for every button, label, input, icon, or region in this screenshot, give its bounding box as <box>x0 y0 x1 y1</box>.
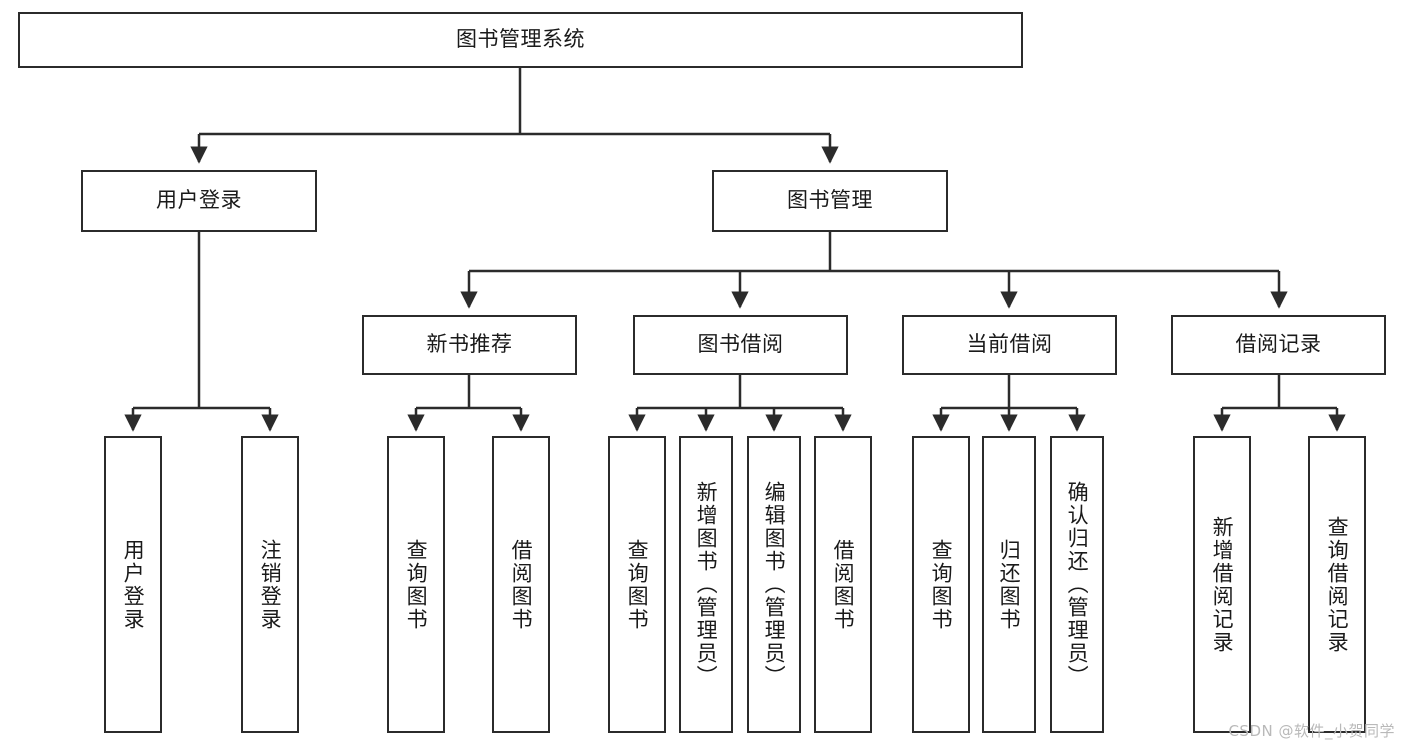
node-label: 注销登录 <box>258 538 283 631</box>
node-root-book-management-system[interactable]: 图书管理系统 <box>18 12 1023 68</box>
node-label: 新增借阅记录 <box>1210 515 1235 654</box>
node-label: 查询借阅记录 <box>1325 515 1350 654</box>
node-leaf-add-book-admin[interactable]: 新增图书（管理员） <box>679 436 733 733</box>
node-leaf-user-login[interactable]: 用户登录 <box>104 436 162 733</box>
node-label: 确认归还（管理员） <box>1065 481 1090 688</box>
node-leaf-return-book[interactable]: 归还图书 <box>982 436 1036 733</box>
node-label: 查询图书 <box>625 538 650 631</box>
csdn-watermark: CSDN @软件_小贺同学 <box>1228 722 1395 740</box>
node-leaf-query-book-borrow[interactable]: 查询图书 <box>608 436 666 733</box>
node-leaf-query-borrow-record[interactable]: 查询借阅记录 <box>1308 436 1366 733</box>
node-book-borrow[interactable]: 图书借阅 <box>633 315 848 375</box>
node-label: 借阅记录 <box>1235 332 1322 357</box>
node-label: 用户登录 <box>121 538 146 631</box>
node-label: 借阅图书 <box>831 538 856 631</box>
node-label: 当前借阅 <box>966 332 1053 357</box>
node-label: 用户登录 <box>156 188 242 213</box>
node-leaf-borrow-book-recommend[interactable]: 借阅图书 <box>492 436 550 733</box>
node-leaf-confirm-return-admin[interactable]: 确认归还（管理员） <box>1050 436 1104 733</box>
node-label: 编辑图书（管理员） <box>762 481 787 688</box>
node-label: 图书管理系统 <box>456 27 585 52</box>
node-borrow-record[interactable]: 借阅记录 <box>1171 315 1386 375</box>
node-leaf-query-book-recommend[interactable]: 查询图书 <box>387 436 445 733</box>
node-leaf-add-borrow-record[interactable]: 新增借阅记录 <box>1193 436 1251 733</box>
node-new-book-recommend[interactable]: 新书推荐 <box>362 315 577 375</box>
node-label: 图书管理 <box>787 188 873 213</box>
node-leaf-edit-book-admin[interactable]: 编辑图书（管理员） <box>747 436 801 733</box>
node-book-management[interactable]: 图书管理 <box>712 170 948 232</box>
node-label: 借阅图书 <box>509 538 534 631</box>
node-leaf-query-book-current[interactable]: 查询图书 <box>912 436 970 733</box>
node-leaf-logout[interactable]: 注销登录 <box>241 436 299 733</box>
node-label: 新增图书（管理员） <box>694 481 719 688</box>
node-label: 查询图书 <box>929 538 954 631</box>
node-current-borrow[interactable]: 当前借阅 <box>902 315 1117 375</box>
node-label: 图书借阅 <box>697 332 784 357</box>
node-label: 新书推荐 <box>426 332 513 357</box>
node-label: 归还图书 <box>997 538 1022 631</box>
node-label: 查询图书 <box>404 538 429 631</box>
node-leaf-borrow-book-borrow[interactable]: 借阅图书 <box>814 436 872 733</box>
node-user-login[interactable]: 用户登录 <box>81 170 317 232</box>
